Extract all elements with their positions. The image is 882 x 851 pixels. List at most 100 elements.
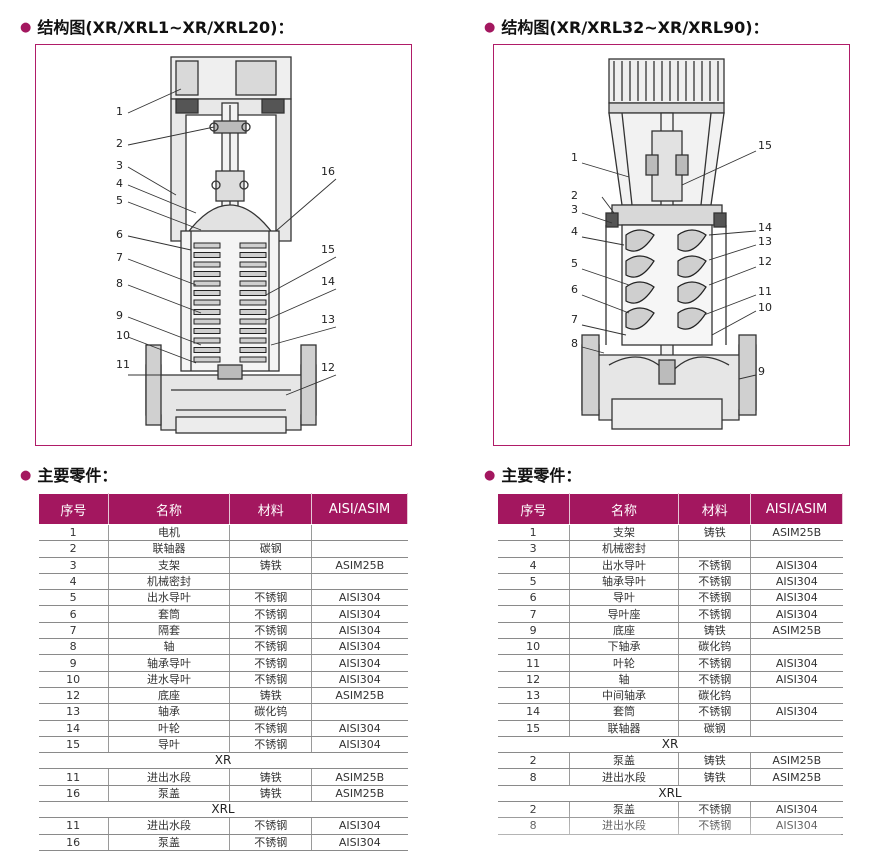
cell-standard bbox=[750, 687, 843, 705]
header-standard: AISI/ASIM bbox=[750, 493, 843, 525]
cell-name: 导叶 bbox=[569, 589, 680, 607]
cell-standard: AISI304 bbox=[311, 671, 408, 688]
callout-15: 15 bbox=[758, 139, 772, 152]
cell-name: 泵盖 bbox=[569, 752, 680, 770]
cell-index: 1 bbox=[38, 524, 109, 542]
impeller-vane bbox=[193, 337, 221, 344]
impeller-vane bbox=[193, 290, 221, 296]
impeller-vane bbox=[239, 261, 267, 268]
cell-index: 3 bbox=[38, 557, 109, 574]
callout-11: 11 bbox=[116, 358, 130, 371]
cell-material: 铸铁 bbox=[229, 687, 313, 705]
parts-heading-right: ●主要零件： bbox=[484, 466, 582, 485]
callout-15: 15 bbox=[321, 243, 335, 256]
cell-material: 不锈钢 bbox=[678, 589, 752, 607]
cell-standard: AISI304 bbox=[750, 703, 843, 721]
header-index: 序号 bbox=[497, 493, 570, 525]
callout-13: 13 bbox=[758, 235, 772, 248]
cell-index: 8 bbox=[497, 817, 570, 835]
cell-standard bbox=[750, 540, 843, 558]
impeller-vane bbox=[625, 307, 655, 330]
impeller-vane bbox=[239, 337, 267, 344]
pump-cross-section-left: 1 2 3 4 5 6 7 8 9 10 11 16 15 14 13 12 bbox=[116, 56, 337, 434]
cell-standard: AISI304 bbox=[311, 817, 408, 835]
cell-index: 13 bbox=[38, 703, 109, 721]
callout-11: 11 bbox=[758, 285, 772, 298]
impeller-vane bbox=[625, 255, 655, 278]
cell-index: 15 bbox=[497, 720, 570, 737]
structure-heading-right: ●结构图(XR/XRL32~XR/XRL90)： bbox=[484, 18, 769, 37]
cell-material: 不锈钢 bbox=[678, 654, 752, 672]
cell-material: 不锈钢 bbox=[229, 671, 313, 688]
impeller-vane bbox=[193, 318, 221, 325]
cell-name: 轴承导叶 bbox=[108, 654, 231, 672]
cell-standard: AISI304 bbox=[311, 622, 408, 640]
impeller-vane bbox=[239, 252, 267, 258]
callout-5: 5 bbox=[116, 194, 123, 207]
cell-index: 10 bbox=[38, 671, 109, 688]
cell-name: 中间轴承 bbox=[569, 687, 680, 705]
cell-name: 泵盖 bbox=[108, 785, 231, 803]
cell-name: 轴承导叶 bbox=[569, 573, 680, 591]
cell-index: 14 bbox=[38, 720, 109, 737]
cell-standard: AISI304 bbox=[311, 736, 408, 754]
impeller-vane bbox=[239, 309, 267, 315]
callout-9: 9 bbox=[116, 309, 123, 322]
cell-material: 碳钢 bbox=[229, 540, 313, 558]
cell-index: 11 bbox=[38, 817, 109, 835]
cell-index: 1 bbox=[497, 524, 570, 542]
cell-standard: AISI304 bbox=[750, 817, 843, 835]
cell-material: 不锈钢 bbox=[678, 573, 752, 591]
callout-7: 7 bbox=[116, 251, 123, 264]
cell-name: 支架 bbox=[569, 524, 680, 542]
cell-index: 7 bbox=[38, 622, 109, 640]
cell-material: 不锈钢 bbox=[229, 834, 313, 851]
impeller-vane bbox=[193, 261, 221, 268]
cell-standard: ASIM25B bbox=[750, 524, 843, 542]
cell-name: 机械密封 bbox=[569, 540, 680, 558]
cell-name: 轴 bbox=[569, 671, 680, 688]
cell-material: 不锈钢 bbox=[678, 801, 752, 819]
callout-16: 16 bbox=[321, 165, 335, 178]
header-material: 材料 bbox=[678, 493, 752, 525]
cell-name: 出水导叶 bbox=[569, 557, 680, 574]
cell-index: 13 bbox=[497, 687, 570, 705]
callout-7: 7 bbox=[571, 313, 578, 326]
impeller-vane bbox=[193, 309, 221, 315]
group-label: XR bbox=[497, 736, 843, 754]
cell-index: 14 bbox=[497, 703, 570, 721]
cell-material bbox=[229, 524, 313, 542]
cell-standard: AISI304 bbox=[750, 654, 843, 672]
cell-material: 不锈钢 bbox=[678, 703, 752, 721]
impeller-vane bbox=[625, 229, 655, 252]
cell-standard: AISI304 bbox=[750, 589, 843, 607]
cell-material: 不锈钢 bbox=[229, 605, 313, 623]
cell-material bbox=[229, 573, 313, 591]
impeller-vane bbox=[239, 299, 267, 306]
impeller-vane bbox=[677, 281, 707, 304]
impeller-vane bbox=[677, 229, 707, 252]
cell-standard bbox=[311, 703, 408, 721]
cell-name: 套筒 bbox=[569, 703, 680, 721]
